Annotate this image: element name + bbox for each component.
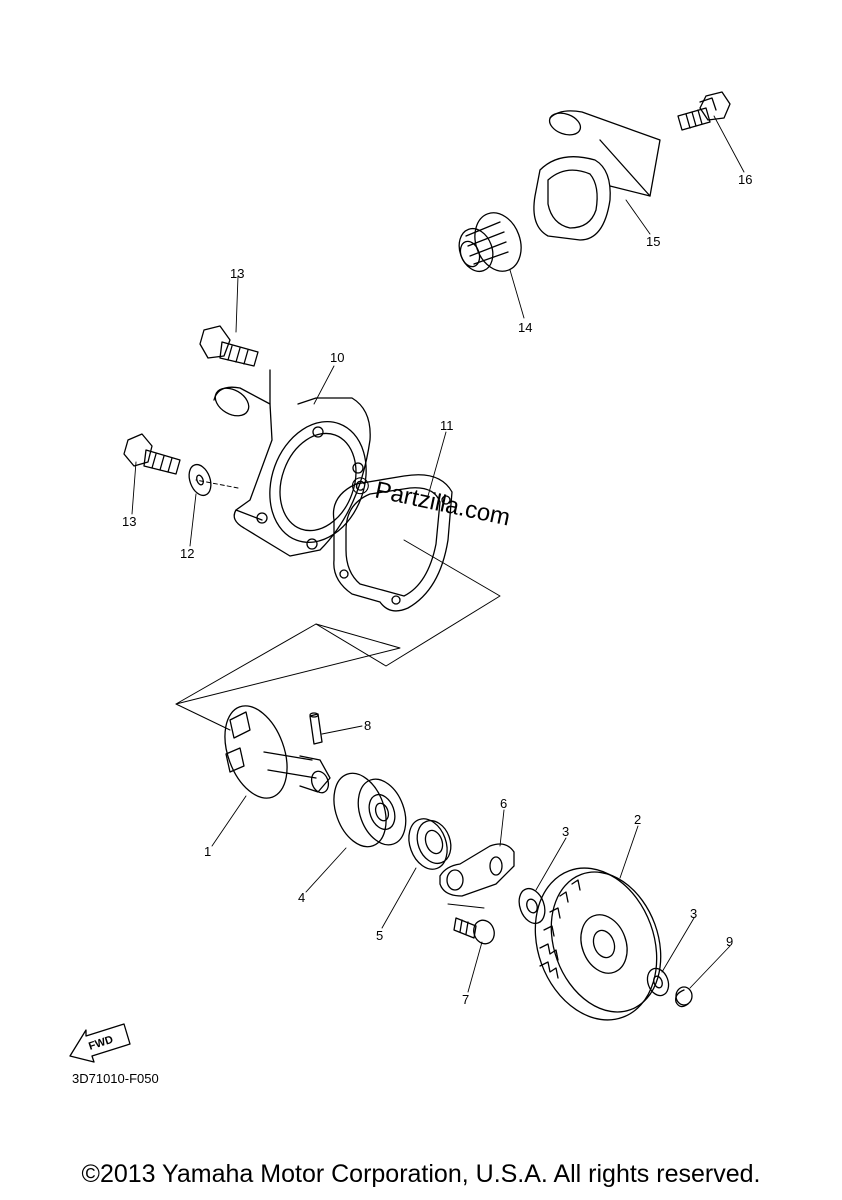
part-8-pin (309, 712, 323, 745)
callout-6: 6 (500, 796, 507, 811)
part-16-bolt (677, 91, 731, 131)
part-10-pump-housing (213, 369, 371, 557)
callout-8: 8 (364, 718, 371, 733)
part-6-plate (439, 843, 515, 897)
callout-10: 10 (330, 350, 344, 365)
part-13-bolt-lower (123, 433, 181, 475)
callout-9: 9 (726, 934, 733, 949)
watermark: © Partzilla.com (349, 471, 513, 531)
callout-14: 14 (518, 320, 532, 335)
callout-1: 1 (204, 844, 211, 859)
copyright-notice: ©2013 Yamaha Motor Corporation, U.S.A. A… (81, 1160, 761, 1188)
part-code: 3D71010-F050 (72, 1071, 159, 1086)
part-11-gasket (332, 474, 453, 612)
callout-5: 5 (376, 928, 383, 943)
assembly-lines (175, 371, 501, 909)
part-3-washer-lower (646, 967, 670, 997)
part-4-oil-seal (333, 772, 407, 848)
part-9-circlip (675, 986, 693, 1008)
fwd-arrow-icon (69, 1023, 131, 1063)
callout-4: 4 (298, 890, 305, 905)
callout-12: 12 (180, 546, 194, 561)
part-2-gear (534, 867, 662, 1021)
part-12-washer (188, 463, 212, 497)
callout-2: 2 (634, 812, 641, 827)
part-7-screw (453, 917, 495, 945)
callout-3-upper: 3 (562, 824, 569, 839)
part-5-bearing (408, 818, 452, 870)
callout-13-upper: 13 (230, 266, 244, 281)
part-3-washer-upper (518, 887, 546, 925)
callout-3-lower: 3 (690, 906, 697, 921)
callout-15: 15 (646, 234, 660, 249)
part-13-bolt-upper (199, 325, 259, 367)
leader-lines (131, 115, 745, 993)
part-14-thermostat (458, 212, 522, 273)
callout-11: 11 (440, 418, 454, 433)
part-1-impeller-shaft (224, 705, 331, 799)
callout-7: 7 (462, 992, 469, 1007)
callout-13-lower: 13 (122, 514, 136, 529)
callout-16: 16 (738, 172, 752, 187)
part-15-outlet-pipe (533, 110, 661, 241)
callouts: 13 13 12 10 11 14 15 16 1 8 4 5 6 7 3 2 … (122, 172, 752, 1007)
